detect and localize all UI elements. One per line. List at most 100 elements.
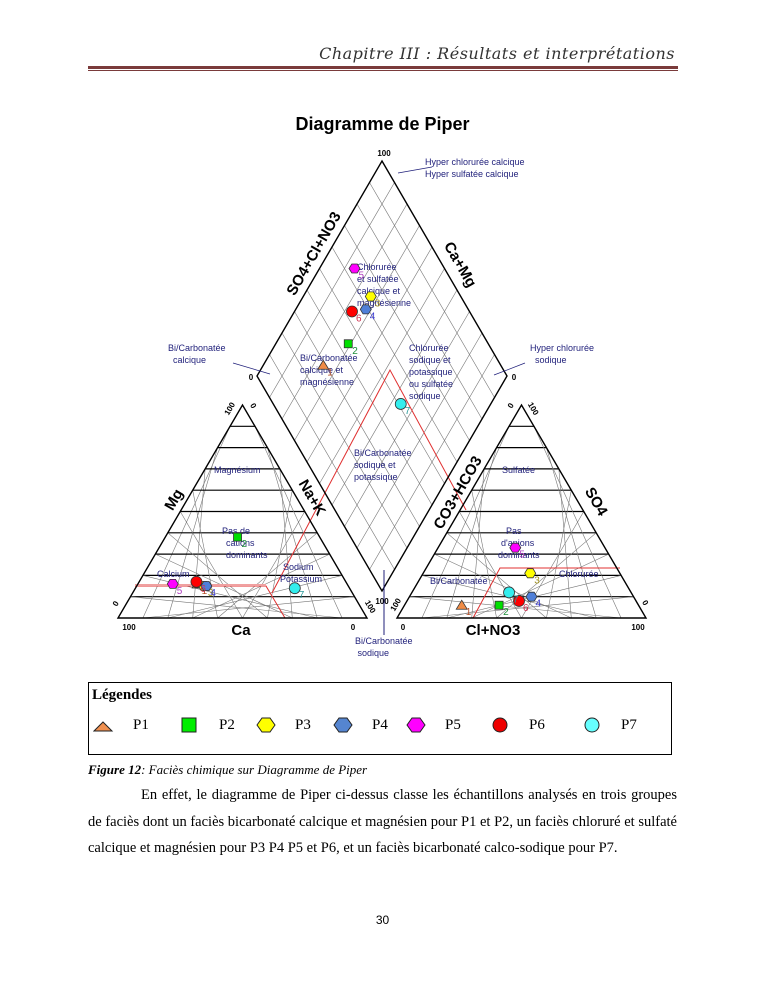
zone-label-chloruree: Chlorurée [559, 569, 599, 579]
grid-layer [130, 182, 634, 619]
sample-p5-diamond-marker [348, 263, 361, 274]
sample-p4-diamond-marker [359, 304, 372, 315]
sample-p6-anion-label: 6 [523, 603, 529, 614]
sample-p7-cation-marker [288, 582, 301, 595]
leader-line [397, 166, 433, 174]
legend-marker-p4-icon [333, 717, 353, 733]
sample-p1-anion-marker [455, 599, 468, 610]
legend-item-p2: P2 [179, 715, 235, 735]
body-paragraph: En effet, le diagramme de Piper ci-dessu… [88, 782, 677, 862]
legend-label: P7 [621, 716, 637, 733]
axis-label-ca: Ca [231, 622, 251, 639]
legend-item-p4: P4 [332, 715, 388, 735]
sample-p6-diamond-label: 6 [356, 314, 362, 325]
anion-triangle-dline [533, 426, 622, 619]
figure-caption: Figure 12: Faciès chimique sur Diagramme… [88, 762, 367, 778]
legend-marker-p6-icon [492, 717, 508, 733]
sample-p3-cation-label: 3 [208, 588, 214, 599]
sample-p3-diamond-label: 3 [375, 298, 381, 309]
anion-triangle-dline [558, 468, 572, 619]
header-rule-thin [88, 70, 678, 71]
sample-p7-diamond-marker [394, 398, 407, 410]
sample-p1-diamond-marker [317, 359, 330, 370]
tick-diamond-top: 100 [377, 149, 391, 158]
diamond-gridline [281, 203, 408, 420]
legend-item-p7: P7 [581, 715, 637, 735]
legend-item-p3: P3 [255, 715, 311, 735]
diamond-gridline [331, 246, 458, 463]
sample-p5-anion-label: 5 [519, 550, 525, 561]
sample-p7-anion-label: 7 [513, 594, 519, 605]
anion-triangle-dline [546, 447, 597, 619]
tick-cl-100: 100 [631, 623, 645, 632]
zone-label-bicarb: Bi/Carbonatée [430, 576, 488, 586]
tick-so4-0: 0 [640, 599, 650, 608]
cation-triangle-dline [179, 511, 243, 619]
caption-text: : Faciès chimique sur Diagramme de Piper [141, 762, 368, 777]
frame-layer [116, 159, 648, 635]
diamond-gridline [356, 203, 483, 420]
chart-title: Diagramme de Piper [295, 114, 470, 134]
sample-p2-anion-marker [494, 600, 504, 610]
sample-p4-anion-label: 4 [535, 599, 541, 610]
tick-mg-0: 0 [111, 599, 121, 608]
leader-line [232, 362, 271, 375]
cation-triangle-frame [116, 403, 369, 619]
sample-p4-cation-label: 4 [210, 588, 216, 599]
tick-ca-0: 0 [351, 623, 356, 632]
sample-p7-cation-label: 7 [299, 590, 305, 601]
sample-p2-cation-label: 2 [242, 539, 248, 550]
legend-label: P2 [219, 716, 235, 733]
zone-label-bicarb-ca: Bi/Carbonatée calcique [168, 343, 226, 365]
legend-marker-p7-icon [584, 717, 600, 733]
tick-so4-100: 100 [526, 401, 541, 418]
legend-marker-p2-icon [181, 717, 197, 733]
tick-ca-100: 100 [122, 623, 136, 632]
legend-item-p5: P5 [405, 715, 461, 735]
legend-label: P6 [529, 716, 545, 733]
anion-triangle-dline [409, 596, 622, 619]
sample-p1-anion-label: 1 [466, 607, 472, 618]
sample-p2-diamond-label: 2 [352, 346, 358, 357]
sample-p3-anion-label: 3 [534, 575, 540, 586]
sample-p4-cation-marker [200, 581, 213, 591]
diamond-gridline [319, 268, 445, 484]
legend-label: P1 [133, 716, 149, 733]
facies-boundaries [135, 368, 620, 619]
sample-p5-diamond-label: 5 [359, 271, 365, 282]
legend-marker-p1-icon [93, 721, 114, 732]
axis-label-nak: Na+K [295, 477, 329, 519]
legend-item-p1: P1 [93, 715, 149, 735]
axis-label-ca-mg: Ca+Mg [440, 239, 480, 290]
chapter-header: Chapitre III : Résultats et interprétati… [319, 44, 675, 63]
sample-p3-diamond-marker [364, 291, 377, 302]
cation-triangle-dline [130, 596, 343, 619]
cation-triangle-dline [242, 511, 306, 619]
anion-triangle-frame [395, 403, 648, 619]
anion-triangle-dline [546, 490, 572, 619]
legend-label: P4 [372, 716, 388, 733]
header-rule [88, 66, 678, 69]
anion-boundary [472, 567, 620, 619]
paragraph-text: En effet, le diagramme de Piper ci-dessu… [88, 787, 677, 856]
sample-p6-anion-marker [513, 595, 525, 607]
diamond-gridline [344, 225, 470, 441]
sample-p2-cation-marker [233, 532, 242, 542]
sample-p2-anion-label: 2 [503, 607, 509, 618]
tick-diamond-bottom: 100 [375, 597, 389, 606]
zone-label-hyper-cl-na: Hyper chlorurée sodique [530, 343, 594, 365]
diamond-gridline [306, 246, 433, 463]
sample-p7-diamond-label: 7 [405, 406, 411, 417]
tick-nak-0: 0 [248, 402, 258, 411]
sample-p6-diamond-marker [346, 305, 358, 318]
tick-diamond-right: 0 [512, 373, 517, 382]
sample-p5-cation-marker [166, 579, 179, 589]
diamond-gridline [269, 182, 395, 398]
tick-cl-0: 0 [401, 623, 406, 632]
